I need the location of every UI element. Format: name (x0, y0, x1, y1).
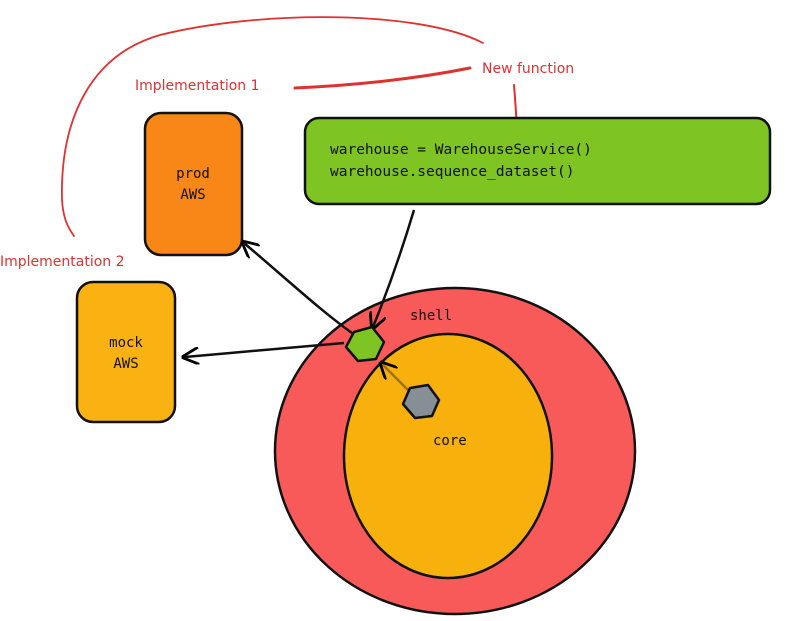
arrow-adapter-to-mock (185, 341, 345, 357)
implementation-1-label: Implementation 1 (135, 78, 260, 94)
arrow-adapter-to-prod (244, 243, 353, 335)
prod-box-line1: prod (176, 166, 210, 182)
arrow-core-to-adapter (382, 364, 411, 393)
core-ring (342, 332, 554, 580)
implementation-2-label: Implementation 2 (0, 254, 125, 270)
prod-box-line2: AWS (180, 187, 205, 203)
mock-box-line2: AWS (113, 356, 138, 372)
mock-box-line1: mock (109, 335, 143, 351)
core-node (401, 383, 441, 420)
code-box (303, 116, 772, 206)
new-function-label: New function (482, 61, 574, 77)
annotation-curve-outer (61, 16, 484, 237)
core-label: core (433, 433, 467, 449)
code-line-1: warehouse = WarehouseService() (330, 142, 592, 158)
code-line-2: warehouse.sequence_dataset() (330, 164, 574, 180)
prod-aws-box (143, 111, 244, 257)
shell-label: shell (410, 308, 452, 324)
annotation-curve-impl1 (293, 66, 472, 90)
mock-aws-box (75, 280, 177, 424)
arrow-code-to-adapter (373, 209, 416, 327)
adapter-node (344, 325, 386, 363)
